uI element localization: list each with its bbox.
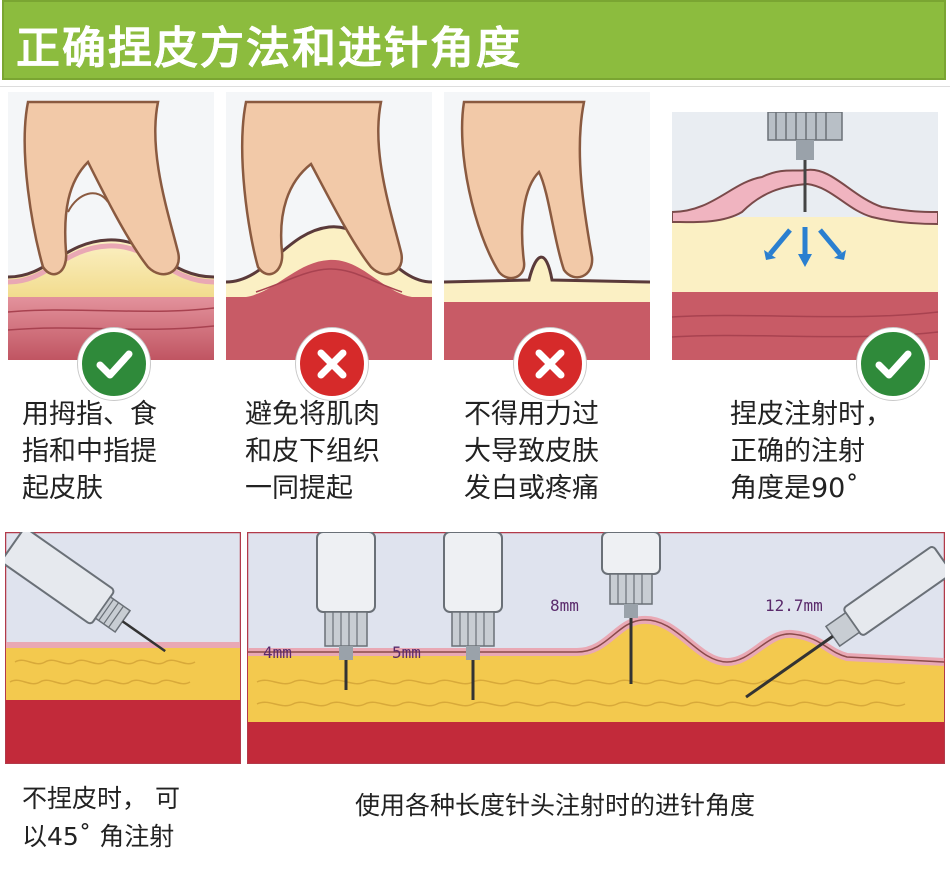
caption-needle-lengths: 使用各种长度针头注射时的进针角度 [355,791,756,820]
illustration-needle-lengths [247,532,945,764]
page-title: 正确捏皮方法和进针角度 [16,23,522,74]
caption-pinch-correct: 用拇指、食 指和中指提 起皮肤 [22,399,157,504]
needle-label-4mm: 4mm [263,643,292,662]
caption-45-degree: 不捏皮时， 可 以45˚ 角注射 [22,784,180,851]
illustration-pinch-correct [8,92,214,360]
title-banner-bar: 正确捏皮方法和进针角度 [2,0,946,80]
illustration-45-degree [5,532,241,764]
needle-label-8mm: 8mm [550,596,579,615]
wrong-badge-1 [296,328,368,400]
check-icon [875,350,912,379]
needle-label-5mm: 5mm [392,643,421,662]
caption-90-degree: 捏皮注射时， 正确的注射 角度是90˚ [730,399,892,504]
needle-label-12-7mm: 12.7mm [765,596,823,615]
title-banner: 正确捏皮方法和进针角度 [0,0,950,87]
illustration-90-degree [672,112,938,360]
cross-icon [317,349,347,379]
caption-pinch-muscle: 避免将肌肉 和皮下组织 一同提起 [245,399,380,504]
wrong-badge-2 [514,328,586,400]
illustration-pinch-too-hard [444,92,650,360]
correct-badge-2 [857,328,929,400]
cross-icon [535,349,565,379]
illustration-pinch-muscle [226,92,432,360]
caption-pinch-too-hard: 不得用力过 大导致皮肤 发白或疼痛 [464,399,599,504]
correct-badge-1 [78,328,150,400]
check-icon [96,350,133,379]
